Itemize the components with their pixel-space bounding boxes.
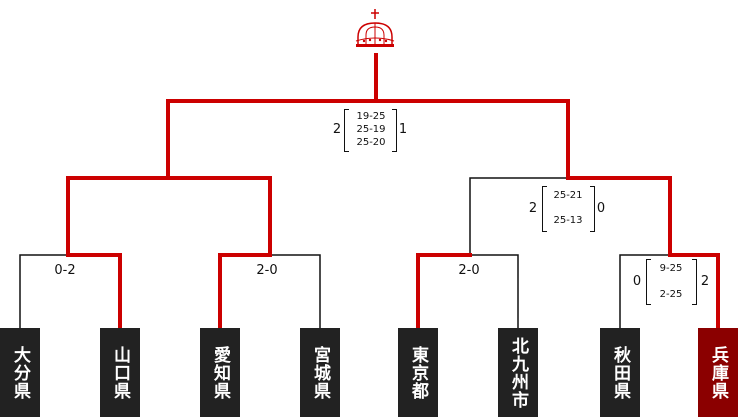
set-score: 25-21: [553, 190, 583, 201]
set-bracket-left: [542, 186, 547, 232]
line-hyogo: [668, 253, 720, 330]
team-yamaguchi: 山口県: [100, 328, 140, 417]
team-oita: 大分県: [0, 328, 40, 417]
team-kitakyushu: 北九州市: [498, 328, 538, 417]
score-r1-m1: 0-2: [54, 263, 76, 278]
set-score: 25-20: [356, 137, 386, 148]
line-tokyo: [416, 253, 472, 330]
line-kitakyushu: [468, 254, 519, 328]
team-aichi: 愛知県: [200, 328, 240, 417]
score-final-left: 2: [332, 122, 342, 137]
set-bracket-right: [392, 109, 397, 152]
set-bracket-left: [344, 109, 349, 152]
line-aichi: [218, 253, 272, 330]
score-r1-m4-left: 0: [632, 274, 642, 289]
score-final-right: 1: [398, 122, 408, 137]
set-score: 25-13: [553, 215, 583, 226]
score-r1-m3: 2-0: [458, 263, 480, 278]
line-sf-left-winner: [66, 176, 170, 257]
set-bracket-right: [692, 259, 697, 305]
score-sf-right: 0: [596, 201, 606, 216]
score-r1-m2: 2-0: [256, 263, 278, 278]
line-sf-right-loser: [469, 177, 568, 255]
team-tokyo: 東京都: [398, 328, 438, 417]
score-sf-left: 2: [528, 201, 538, 216]
score-r1-m4-right: 2: [700, 274, 710, 289]
line-akita: [619, 254, 670, 328]
line-final-right: [374, 99, 570, 180]
line-yamaguchi: [66, 253, 122, 330]
set-score: 2-25: [659, 289, 683, 300]
team-akita: 秋田県: [600, 328, 640, 417]
line-sf-right-winner: [566, 176, 672, 257]
line-oita: [19, 254, 68, 328]
line-sf-left-loser: [67, 177, 168, 255]
crown-icon: [355, 9, 395, 47]
set-score: 19-25: [356, 111, 386, 122]
set-bracket-right: [590, 186, 595, 232]
team-miyagi: 宮城県: [300, 328, 340, 417]
line-final-left: [166, 99, 378, 180]
line-miyagi: [270, 254, 321, 328]
team-hyogo: 兵庫県: [698, 328, 738, 417]
set-score: 9-25: [659, 263, 683, 274]
line-sf-left-winner2: [166, 176, 272, 257]
set-score: 25-19: [356, 124, 386, 135]
set-bracket-left: [646, 259, 651, 305]
